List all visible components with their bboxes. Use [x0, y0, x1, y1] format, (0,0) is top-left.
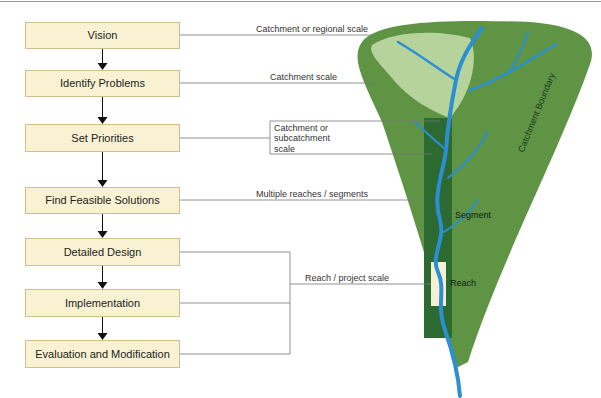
leader-lines — [180, 35, 440, 354]
process-box: Evaluation and Modification — [25, 340, 180, 368]
flow-arrow — [98, 266, 108, 289]
box-text: Identify Problems — [56, 77, 149, 90]
process-box: Find Feasible Solutions — [25, 187, 180, 214]
box-text: Implementation — [61, 297, 144, 310]
flow-arrow — [98, 49, 108, 70]
scale-label: Catchment scale — [270, 72, 337, 82]
flow-arrow — [98, 317, 108, 340]
process-box: Detailed Design — [25, 238, 180, 266]
map-label: Reach — [450, 278, 476, 288]
process-box: Identify Problems — [25, 70, 180, 97]
process-box: Set Priorities — [25, 124, 180, 152]
scale-label: Multiple reaches / segments — [256, 189, 368, 199]
box-text: Evaluation and Modification — [31, 348, 174, 361]
catchment-shape — [358, 21, 592, 368]
top-rule — [0, 1, 601, 2]
scale-label: Catchment or subcatchment scale — [274, 123, 352, 154]
scale-label: Reach / project scale — [305, 273, 389, 283]
box-text: Vision — [84, 29, 122, 42]
scale-label: Catchment or regional scale — [256, 24, 368, 34]
flow-arrow — [98, 97, 108, 124]
box-text: Detailed Design — [60, 246, 146, 259]
flow-arrow — [98, 214, 108, 238]
process-box: Vision — [25, 22, 180, 49]
box-text: Find Feasible Solutions — [41, 194, 163, 207]
map-label: Segment — [455, 210, 491, 220]
flow-arrow — [98, 152, 108, 187]
process-box: Implementation — [25, 289, 180, 317]
rivers — [398, 28, 556, 396]
box-text: Set Priorities — [67, 132, 137, 145]
